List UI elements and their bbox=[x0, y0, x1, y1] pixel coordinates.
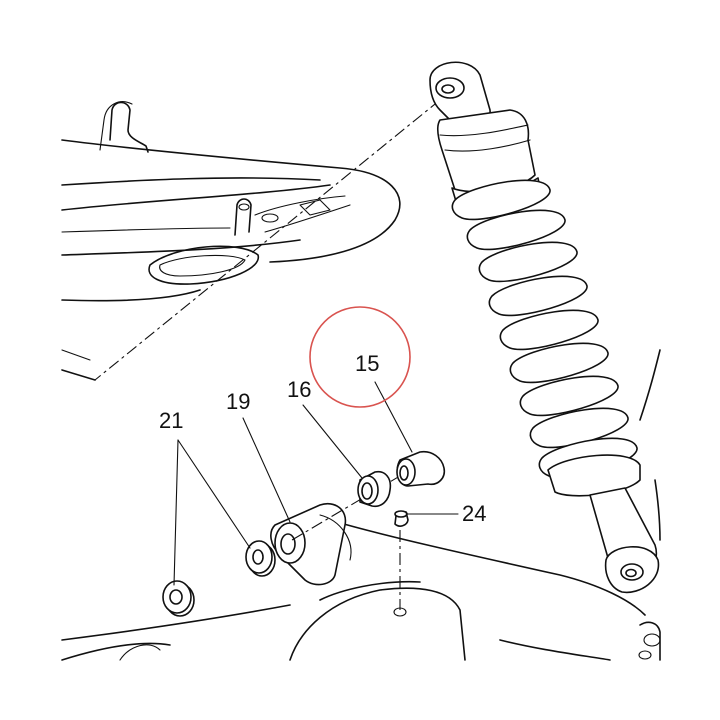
callout-15: 15 bbox=[355, 351, 379, 376]
grease-nipple-part bbox=[394, 510, 409, 527]
shock-absorber bbox=[429, 61, 661, 594]
callout-16: 16 bbox=[287, 377, 311, 402]
frame-outline bbox=[61, 99, 441, 381]
callout-24: 24 bbox=[462, 501, 486, 526]
washer-upper-part bbox=[245, 540, 276, 577]
bushing-part bbox=[396, 450, 446, 487]
collar-part bbox=[357, 470, 392, 508]
washer-lower-part bbox=[162, 580, 195, 617]
leader-lines bbox=[173, 381, 459, 586]
spring-coils bbox=[451, 179, 638, 479]
highlight-circle bbox=[309, 306, 411, 408]
callout-21: 21 bbox=[159, 408, 183, 433]
callout-19: 19 bbox=[226, 389, 250, 414]
swingarm bbox=[61, 469, 661, 661]
